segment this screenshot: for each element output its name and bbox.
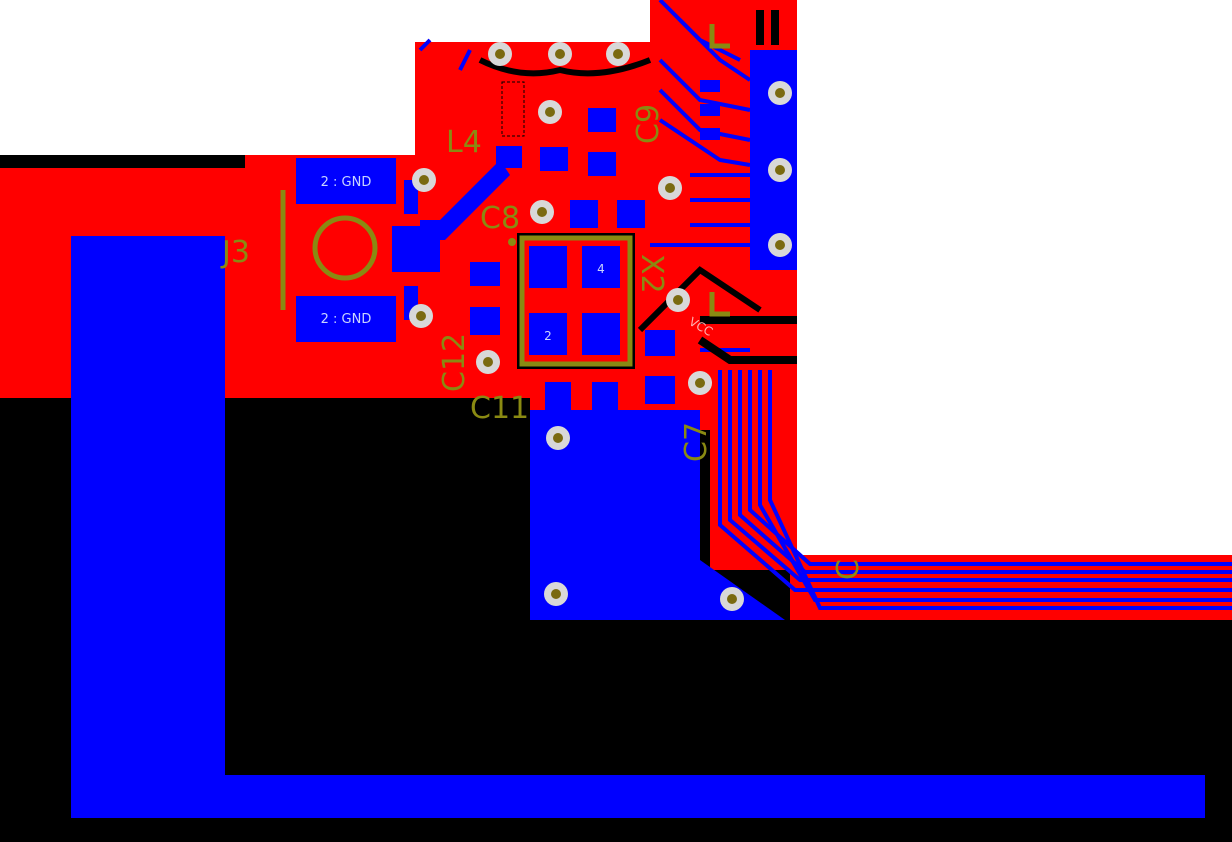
x2-pad-4	[582, 246, 620, 288]
j3-silkscreen	[280, 24, 730, 367]
designator-c7: C7	[679, 422, 714, 462]
j3-pad-gnd-top	[296, 158, 396, 204]
smd-pads	[296, 80, 720, 412]
via-hole	[419, 175, 429, 185]
pad-label-gnd-top: 2 : GND	[321, 175, 372, 190]
j3-pad-gnd-bottom	[296, 296, 396, 342]
empty-region-right	[797, 0, 1232, 558]
x2-pad-3	[582, 313, 620, 355]
designator-l4: L4	[446, 125, 482, 160]
designator-c11: C11	[470, 391, 529, 426]
designator-c12: C12	[437, 333, 472, 392]
designator-c-partial: C	[831, 559, 866, 580]
designator-c9: C9	[631, 104, 666, 144]
via-hole	[537, 207, 547, 217]
via-hole	[416, 311, 426, 321]
via-hole	[545, 107, 555, 117]
via-hole	[495, 49, 505, 59]
x2-outline	[519, 235, 633, 367]
designator-x2: X2	[634, 254, 669, 294]
l4-footprint	[501, 81, 525, 137]
via-hole	[695, 378, 705, 388]
via-hole	[775, 240, 785, 250]
x2-pad-2	[529, 313, 567, 355]
via-hole	[551, 589, 561, 599]
via-hole	[775, 165, 785, 175]
via-hole	[555, 49, 565, 59]
x2-pad-1	[529, 246, 567, 288]
pin1-dot	[508, 238, 516, 246]
via-hole	[673, 295, 683, 305]
designator-j3: J3	[220, 235, 250, 270]
via-hole	[553, 433, 563, 443]
via-hole	[775, 88, 785, 98]
black-traces	[697, 10, 797, 364]
via-hole	[727, 594, 737, 604]
via-hole	[483, 357, 493, 367]
via-hole	[665, 183, 675, 193]
ground-plane-bottom-l	[71, 236, 1205, 818]
via-hole	[613, 49, 623, 59]
pad-label-x2-4: 4	[597, 262, 605, 276]
pad-label-x2-2: 2	[544, 329, 552, 343]
vias	[409, 42, 792, 611]
trace-bus	[418, 0, 1232, 610]
ground-plane-bottom-center	[530, 410, 785, 620]
pad-label-gnd-bottom: 2 : GND	[321, 312, 372, 327]
empty-region-top-left	[0, 0, 650, 155]
designator-c8: C8	[480, 201, 520, 236]
j3-center-ring	[312, 215, 378, 281]
